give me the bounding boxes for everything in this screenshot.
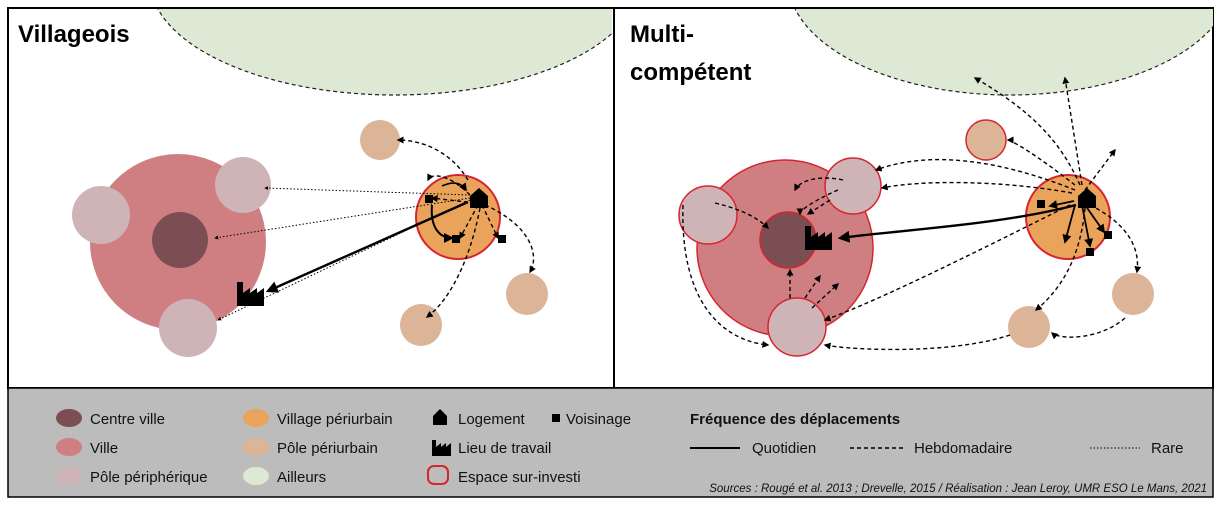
legend-swatch-pole-periurbain: [243, 438, 269, 456]
daily-trip: [265, 200, 469, 293]
pole-peripherique-circle: [215, 157, 271, 213]
panel-title-right-line2: compétent: [630, 59, 751, 86]
legend-logement: Logement: [458, 411, 526, 428]
legend-rare: Rare: [1151, 440, 1184, 457]
voisinage-marker: [425, 195, 433, 203]
lieu-de-travail-icon: [237, 282, 264, 306]
panel-villageois: [72, 9, 612, 357]
legend: Centre ville Ville Pôle périphérique Vil…: [7, 387, 1214, 498]
lieu-de-travail-icon: [805, 226, 832, 250]
legend-frequence-title: Fréquence des déplacements: [690, 411, 900, 428]
ailleurs-zone: [157, 9, 612, 96]
daily-trip: [837, 203, 1077, 243]
legend-ville: Ville: [90, 440, 118, 457]
legend-ailleurs: Ailleurs: [277, 469, 326, 486]
voisinage-marker: [452, 235, 460, 243]
pole-peripherique-circle: [767, 297, 827, 357]
panel-multi-competent: [678, 9, 1213, 357]
daily-trip: [1048, 200, 1075, 209]
daily-trip: [1062, 204, 1076, 244]
legend-swatch-ville: [56, 438, 82, 456]
source-credit: Sources : Rougé et al. 2013 ; Drevelle, …: [709, 483, 1207, 495]
legend-quotidien: Quotidien: [752, 440, 816, 457]
legend-logement-icon: [433, 409, 447, 425]
legend-voisinage-icon: [552, 414, 560, 422]
ailleurs-zone: [794, 9, 1213, 96]
voisinage-marker: [498, 235, 506, 243]
pole-periurbain-circle: [1008, 306, 1050, 348]
pole-periurbain-circle: [965, 119, 1007, 161]
daily-trip: [441, 182, 467, 192]
pole-peripherique-circle: [824, 157, 882, 215]
weekly-trips: [682, 76, 1142, 351]
legend-hebdomadaire: Hebdomadaire: [914, 440, 1012, 457]
village-periurbain-circle: [415, 174, 501, 260]
daily-trip: [1081, 204, 1094, 248]
voisinage-marker: [1037, 200, 1045, 208]
legend-espace-sur-investi: Espace sur-investi: [458, 469, 581, 486]
pole-periurbain-circle: [506, 273, 548, 315]
legend-centre-ville: Centre ville: [90, 411, 165, 428]
legend-village-periurbain: Village périurbain: [277, 411, 393, 428]
pole-peripherique-circle: [159, 299, 217, 357]
legend-voisinage: Voisinage: [566, 411, 631, 428]
panel-title-right-line1: Multi-: [630, 21, 694, 48]
pole-periurbain-circle: [1112, 273, 1154, 315]
centre-ville-circle: [152, 212, 208, 268]
pole-periurbain-circle: [360, 120, 400, 160]
legend-swatch-pole-peripherique: [56, 467, 82, 485]
pole-peripherique-circle: [678, 185, 738, 245]
weekly-trips: [396, 136, 536, 318]
pole-peripherique-circle: [72, 186, 130, 244]
voisinage-marker: [1104, 231, 1112, 239]
panel-title-left: Villageois: [18, 21, 130, 48]
logement-icon: [470, 188, 488, 208]
legend-swatch-village-periurbain: [243, 409, 269, 427]
legend-espace-sur-investi-icon: [427, 465, 449, 485]
legend-pole-periurbain: Pôle périurbain: [277, 440, 378, 457]
legend-lieu-de-travail-icon: [432, 440, 451, 456]
legend-background: [7, 387, 1214, 498]
daily-trip: [1084, 204, 1106, 234]
daily-trip: [430, 204, 454, 243]
legend-pole-peripherique: Pôle périphérique: [90, 469, 208, 486]
legend-lieu-de-travail: Lieu de travail: [458, 440, 551, 457]
voisinage-marker: [1086, 248, 1094, 256]
legend-swatch-centre-ville: [56, 409, 82, 427]
legend-swatch-ailleurs: [243, 467, 269, 485]
logement-icon: [1078, 188, 1096, 208]
